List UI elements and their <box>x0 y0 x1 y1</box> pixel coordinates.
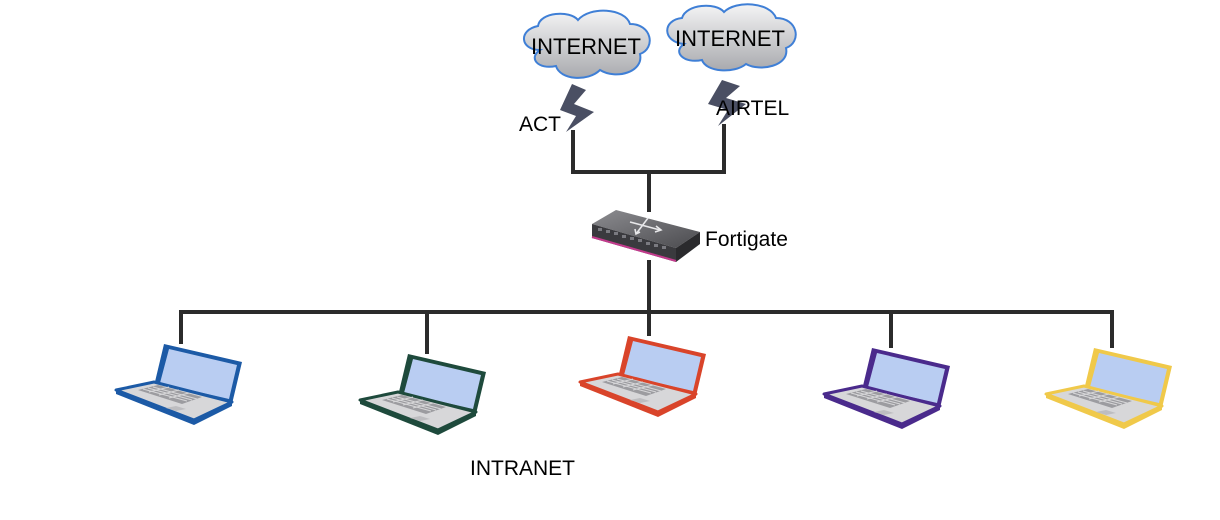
fortigate-router: Fortigate <box>591 210 788 262</box>
lightning-icon <box>560 84 594 132</box>
cloud-icon <box>666 3 797 72</box>
cloud-label: INTERNET <box>531 34 641 59</box>
router-switch-icon <box>591 210 700 262</box>
link-label-airtel: AIRTEL <box>716 97 789 120</box>
link-label-act: ACT <box>519 113 561 136</box>
cloud-icon <box>523 9 651 79</box>
link-airtel: AIRTEL <box>708 80 789 126</box>
laptop-group <box>115 335 1173 436</box>
link-act: ACT <box>519 84 594 136</box>
network-label: INTRANET <box>470 457 575 480</box>
wan-wiring <box>571 124 726 212</box>
router-label: Fortigate <box>705 228 788 251</box>
laptop-icon[interactable] <box>359 353 487 436</box>
laptop-icon[interactable] <box>115 343 243 426</box>
cloud-internet-airtel: INTERNET <box>666 3 797 72</box>
lan-wiring <box>179 260 1114 354</box>
cloud-label: INTERNET <box>675 26 785 51</box>
laptop-icon[interactable] <box>823 347 951 430</box>
laptop-icon[interactable] <box>579 335 707 418</box>
lightning-icon <box>708 80 746 126</box>
laptop-icon[interactable] <box>1045 347 1173 430</box>
cloud-internet-act: INTERNET <box>523 9 651 79</box>
